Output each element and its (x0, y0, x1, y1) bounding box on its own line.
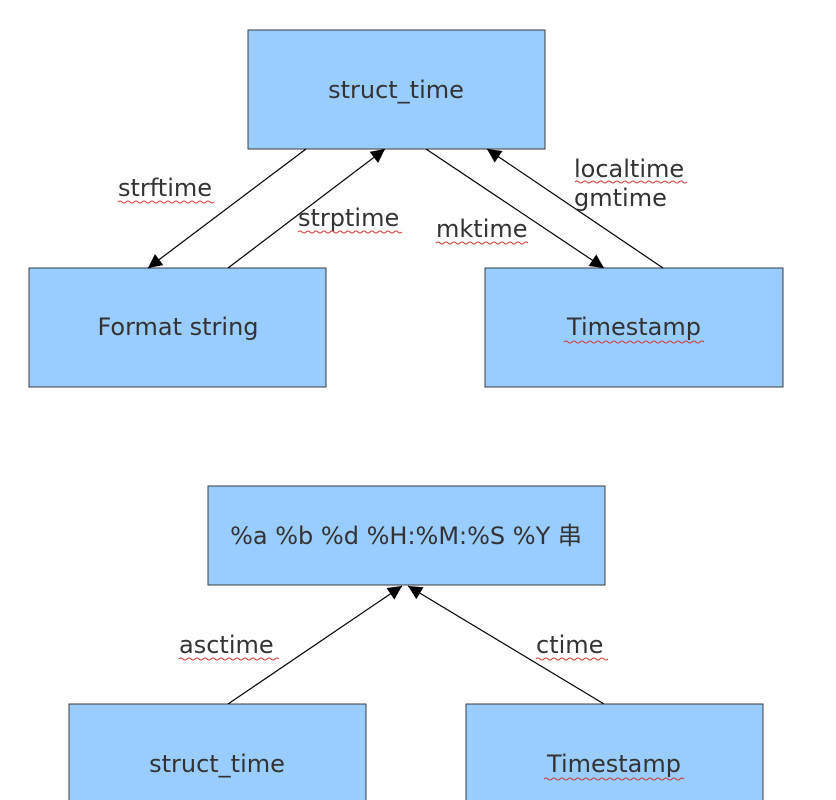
timestamp-label: Timestamp (566, 313, 701, 341)
bottom-struct-time-node: struct_time (68, 703, 367, 800)
bottom-timestamp-node: Timestamp (465, 703, 764, 800)
format-output-node: %a %b %d %H:%M:%S %Y 串 (207, 485, 606, 586)
format-output-label: %a %b %d %H:%M:%S %Y 串 (230, 522, 582, 550)
bottom-struct-time-label: struct_time (149, 750, 285, 778)
localtime-gmtime-arrow (486, 148, 664, 269)
strftime-spellcheck-underline (117, 200, 215, 204)
strftime-arrow (147, 148, 307, 269)
struct-time-node: struct_time (247, 29, 546, 150)
bottom-diagram: %a %b %d %H:%M:%S %Y 串 struct_time Times… (68, 485, 764, 800)
format-string-node: Format string (28, 267, 327, 388)
struct-time-box (247, 29, 546, 150)
mktime-label: mktime (436, 215, 528, 243)
format-string-box (28, 267, 327, 388)
ctime-spellcheck-underline (535, 657, 609, 661)
bottom-timestamp-spellcheck-underline (543, 777, 685, 781)
bottom-timestamp-box (465, 703, 764, 800)
timestamp-box (484, 267, 784, 388)
timestamp-spellcheck-underline (563, 340, 705, 344)
bottom-timestamp-label: Timestamp (546, 750, 681, 778)
asctime-label: asctime (179, 631, 274, 659)
top-diagram: struct_time Format string Timestamp strf… (28, 29, 784, 388)
ctime-label: ctime (536, 631, 603, 659)
strptime-label: strptime (298, 204, 399, 232)
struct-time-label: struct_time (328, 76, 464, 104)
timestamp-node: Timestamp (484, 267, 784, 388)
ctime-arrow (407, 585, 605, 705)
gmtime-label: gmtime (574, 184, 667, 212)
format-output-box (207, 485, 606, 586)
mktime-spellcheck-underline (435, 241, 529, 245)
asctime-spellcheck-underline (178, 657, 280, 661)
format-string-label: Format string (97, 313, 258, 341)
strptime-spellcheck-underline (297, 230, 403, 234)
strptime-arrow (227, 148, 386, 269)
mktime-arrow (425, 148, 605, 269)
localtime-label: localtime (574, 155, 684, 183)
localtime-spellcheck-underline (574, 180, 688, 184)
bottom-struct-time-box (68, 703, 367, 800)
asctime-arrow (227, 585, 403, 705)
strftime-label: strftime (118, 174, 212, 202)
